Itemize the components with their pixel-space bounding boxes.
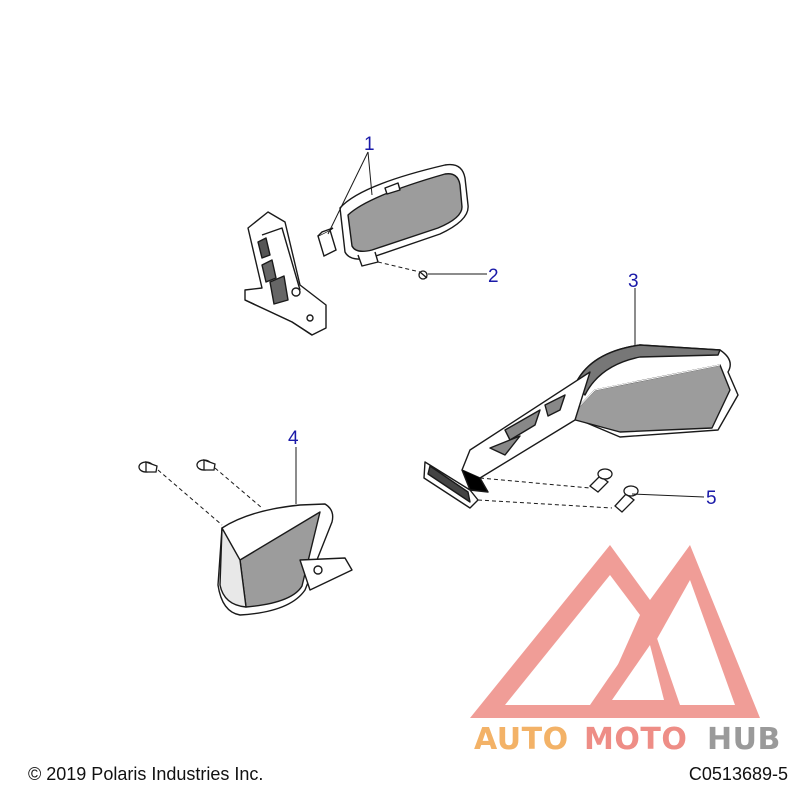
svg-text:MOTO: MOTO <box>584 722 687 757</box>
callout-2: 2 <box>488 266 499 287</box>
watermark-logo <box>470 545 760 718</box>
side-mirror-right <box>423 344 739 509</box>
side-mirror-left <box>217 503 353 616</box>
figure-id: C0513689-5 <box>688 764 788 784</box>
callout-3: 3 <box>628 271 639 292</box>
svg-text:AUTO: AUTO <box>474 722 569 757</box>
rear-view-mirror <box>339 163 469 267</box>
dashed-leaders-part-5 <box>477 477 613 509</box>
mirror-clip <box>317 227 337 257</box>
callout-1: 1 <box>364 134 375 155</box>
callout-5: 5 <box>706 488 717 509</box>
mirror-bracket <box>244 211 327 336</box>
bolts-part-4 <box>138 459 216 473</box>
bolts-part-5 <box>589 468 639 513</box>
watermark-text: AUTO MOTO HUB <box>474 722 781 757</box>
svg-text:HUB: HUB <box>707 722 781 757</box>
dashed-leaders-part-4 <box>157 467 263 526</box>
callout-numbers: 1 2 3 4 5 <box>288 134 717 509</box>
screw-small <box>418 270 428 280</box>
callout-leaders <box>295 151 705 504</box>
copyright-text: © 2019 Polaris Industries Inc. <box>28 764 264 784</box>
callout-4: 4 <box>288 428 299 449</box>
